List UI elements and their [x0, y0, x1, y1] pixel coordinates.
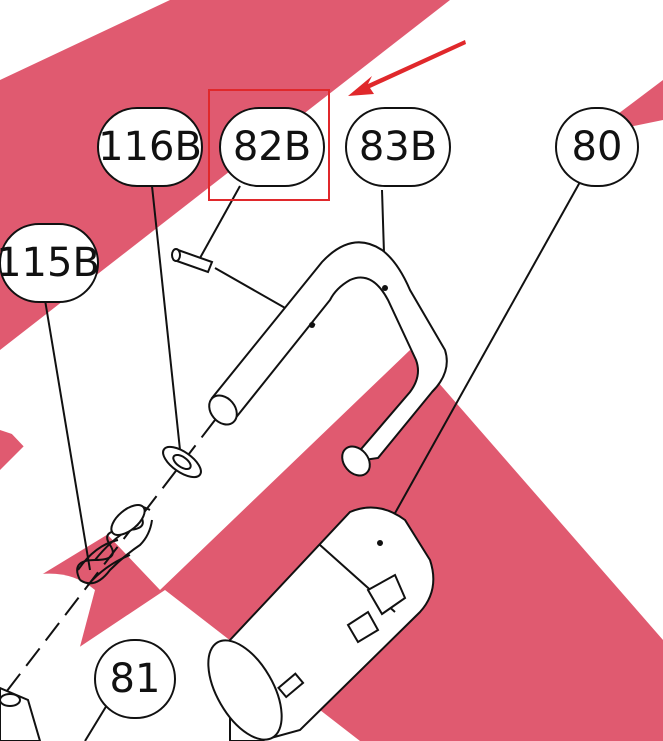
callout-label-115b: 115B: [0, 240, 100, 286]
leader-line-82b: [199, 185, 241, 259]
highlight-arrow: [348, 40, 466, 96]
housing-part: [207, 506, 435, 741]
callouts: 116B 82B 83B 80 115B 81: [0, 107, 639, 719]
highlight-annotation: [208, 40, 466, 201]
callout-label-80: 80: [572, 124, 623, 170]
handle-pin-hole: [382, 285, 388, 291]
leader-line-116b: [151, 185, 181, 451]
highlight-box: [208, 89, 330, 201]
pin-part: [171, 248, 214, 274]
callout-82b: 82B: [219, 107, 325, 187]
spring-part: [76, 504, 153, 586]
callout-81: 81: [94, 639, 176, 719]
leader-line-80: [379, 181, 581, 541]
callout-label-83b: 83B: [359, 124, 437, 170]
background-white-wedge: [10, 120, 663, 590]
callout-label-82b: 82B: [233, 124, 311, 170]
parts: [0, 241, 448, 741]
background-band-upper: [0, 0, 450, 350]
leader-line-115b: [44, 299, 91, 571]
callout-116b: 116B: [97, 107, 203, 187]
handle-tube-part: [208, 241, 448, 477]
callout-83b: 83B: [345, 107, 451, 187]
washer-part: [162, 445, 202, 479]
housing-mark: [377, 540, 383, 546]
callout-115b: 115B: [0, 223, 100, 303]
base-part-partial: [0, 686, 42, 741]
assembly-axis-line: [0, 419, 216, 701]
handle-side-hole: [309, 322, 315, 328]
callout-label-116b: 116B: [98, 124, 202, 170]
callout-label-81: 81: [110, 656, 161, 702]
callout-80: 80: [555, 107, 639, 187]
leader-lines: [0, 181, 581, 741]
